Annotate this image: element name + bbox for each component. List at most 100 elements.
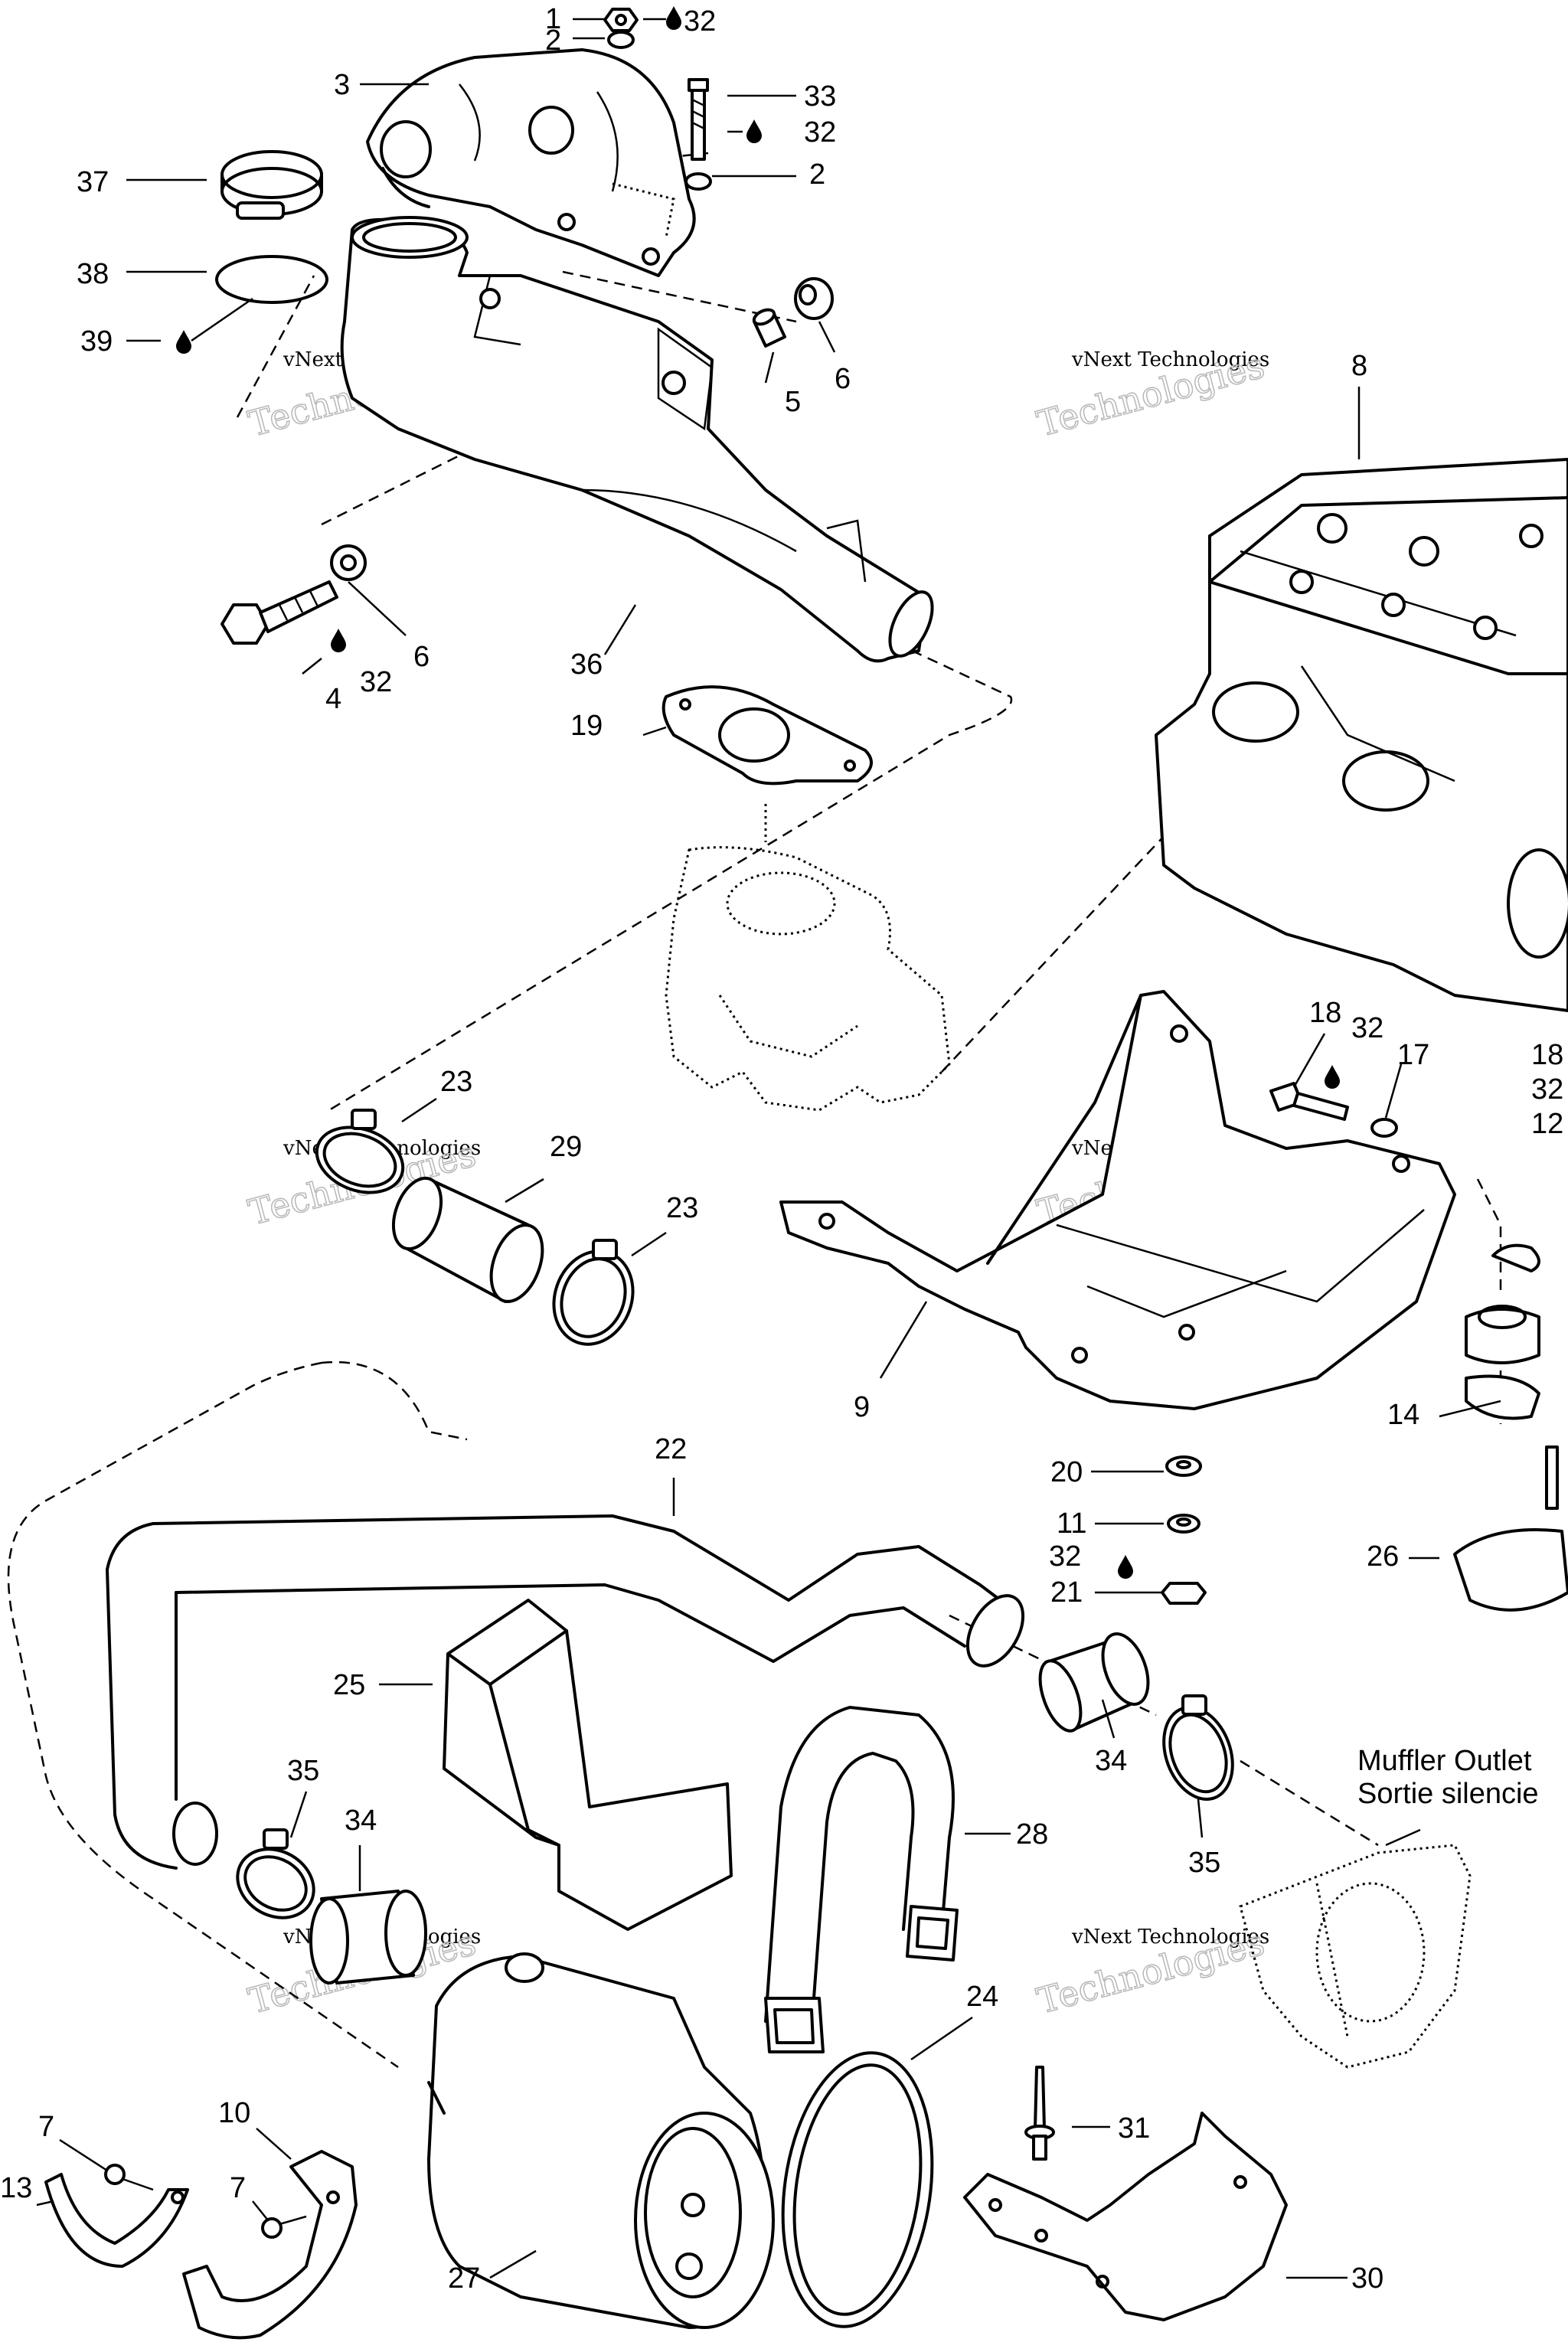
callout-3: 3	[334, 69, 350, 101]
exhaust-gasket	[662, 685, 873, 786]
top-nut	[603, 8, 639, 32]
hose-clamp-23-right	[552, 1239, 635, 1346]
callout-32: 32	[684, 5, 716, 38]
callout-8: 8	[1351, 350, 1367, 382]
oil-drop-icon	[1325, 1065, 1340, 1089]
bolt-33	[688, 78, 709, 161]
callout-labels: 1 2 3 32 33 32 2 37 38 39 5 6 8 4 32 6 3…	[0, 3, 1563, 2295]
muffler-27	[427, 1952, 775, 2329]
callout-32: 32	[360, 666, 392, 698]
hose-29	[391, 1176, 544, 1303]
callout-32: 32	[804, 116, 836, 149]
callout-6: 6	[413, 641, 430, 673]
callout-22: 22	[655, 1433, 687, 1465]
rivet-31	[1024, 2066, 1055, 2161]
coupler-34-left	[309, 1890, 427, 1984]
callout-11: 11	[1057, 1508, 1086, 1540]
hose-clamp-35-left	[236, 1828, 315, 1919]
grommet-6	[330, 544, 367, 581]
bolt-4	[220, 580, 338, 645]
oil-drop-icon	[746, 119, 762, 143]
callout-30: 30	[1351, 2262, 1383, 2295]
oil-drop-icon	[331, 629, 346, 652]
muffler-support-30	[963, 2112, 1288, 2321]
callout-35: 35	[1188, 1847, 1220, 1879]
watermark-bottom-right: vNext Technologies Technologies	[1032, 1921, 1269, 2022]
callout-13: 13	[0, 2172, 32, 2204]
exhaust-port-casting	[665, 804, 951, 1112]
oil-drop-icon	[666, 6, 681, 30]
screw-7-left	[104, 2164, 154, 2191]
callout-17: 17	[1397, 1039, 1429, 1071]
leader-lines	[36, 18, 1501, 2279]
right-side-fasteners	[1453, 1243, 1568, 1612]
note-line-1: Muffler Outlet	[1357, 1745, 1532, 1777]
callout-10: 10	[218, 2097, 250, 2129]
spacer-5	[752, 308, 786, 348]
muffler-support-plate	[779, 990, 1456, 1410]
callout-23: 23	[666, 1192, 698, 1224]
callout-2: 2	[809, 158, 825, 191]
callout-12: 12	[1531, 1108, 1563, 1140]
callout-33: 33	[804, 80, 836, 113]
callout-31: 31	[1118, 2112, 1150, 2145]
screw-7-right	[261, 2215, 307, 2239]
callout-25: 25	[333, 1669, 365, 1701]
oil-drop-icon	[1118, 1555, 1133, 1579]
callout-29: 29	[550, 1131, 582, 1163]
callout-14: 14	[1387, 1399, 1419, 1431]
callout-7: 7	[230, 2172, 246, 2204]
callout-35: 35	[287, 1755, 319, 1787]
callout-28: 28	[1016, 1818, 1048, 1851]
callout-23: 23	[440, 1066, 472, 1098]
engine-block	[1155, 458, 1568, 1012]
callout-6: 6	[835, 363, 851, 395]
grommet-6-top	[794, 277, 834, 320]
callout-34: 34	[1095, 1745, 1127, 1777]
muffler-outlet-note: Muffler Outlet Sortie silencie	[1357, 1745, 1539, 1810]
bolt-18	[1269, 1082, 1349, 1121]
callout-18: 18	[1531, 1039, 1563, 1071]
foam-block-25	[443, 1599, 733, 1931]
callout-32: 32	[1049, 1540, 1081, 1573]
note-line-2: Sortie silencie	[1357, 1778, 1539, 1810]
exhaust-clamp	[220, 150, 323, 220]
callout-20: 20	[1050, 1456, 1083, 1488]
washer-20	[1165, 1455, 1202, 1477]
callout-7: 7	[38, 2111, 54, 2143]
callout-37: 37	[77, 166, 109, 198]
bracket-13	[44, 2173, 189, 2268]
callout-9: 9	[854, 1391, 870, 1423]
callout-4: 4	[325, 683, 341, 715]
coupler-34-right	[1038, 1632, 1150, 1733]
tuned-pipe	[340, 216, 934, 663]
watermark-text: vNext Technologies	[1071, 1926, 1269, 1949]
callout-32: 32	[1351, 1012, 1383, 1044]
muffler-gasket-24	[781, 2051, 934, 2328]
callout-21: 21	[1050, 1576, 1083, 1609]
watermark-top-right: vNext Technologies Technologies	[1032, 344, 1269, 445]
callout-19: 19	[570, 710, 603, 742]
lock-washer-11	[1167, 1514, 1200, 1534]
o-ring	[215, 255, 328, 304]
callout-18: 18	[1309, 997, 1341, 1029]
hose-clamp-35-right	[1162, 1694, 1234, 1802]
top-washer	[607, 31, 635, 49]
callout-26: 26	[1367, 1540, 1399, 1573]
callout-1: 1	[545, 3, 561, 35]
callout-36: 36	[570, 648, 603, 681]
callout-5: 5	[785, 386, 801, 418]
nut-21	[1161, 1582, 1207, 1605]
hose-clamp-23-left	[315, 1109, 405, 1194]
exhaust-manifold	[366, 48, 696, 277]
callout-2: 2	[545, 24, 561, 57]
callout-34: 34	[345, 1805, 377, 1837]
watermark-text: vNext Technologies	[1071, 348, 1269, 371]
washer-17	[1370, 1118, 1398, 1138]
oil-drop-icon	[176, 330, 191, 354]
callout-32: 32	[1531, 1073, 1563, 1106]
callout-38: 38	[77, 258, 109, 290]
callout-24: 24	[966, 1981, 998, 2013]
callout-39: 39	[80, 325, 113, 358]
